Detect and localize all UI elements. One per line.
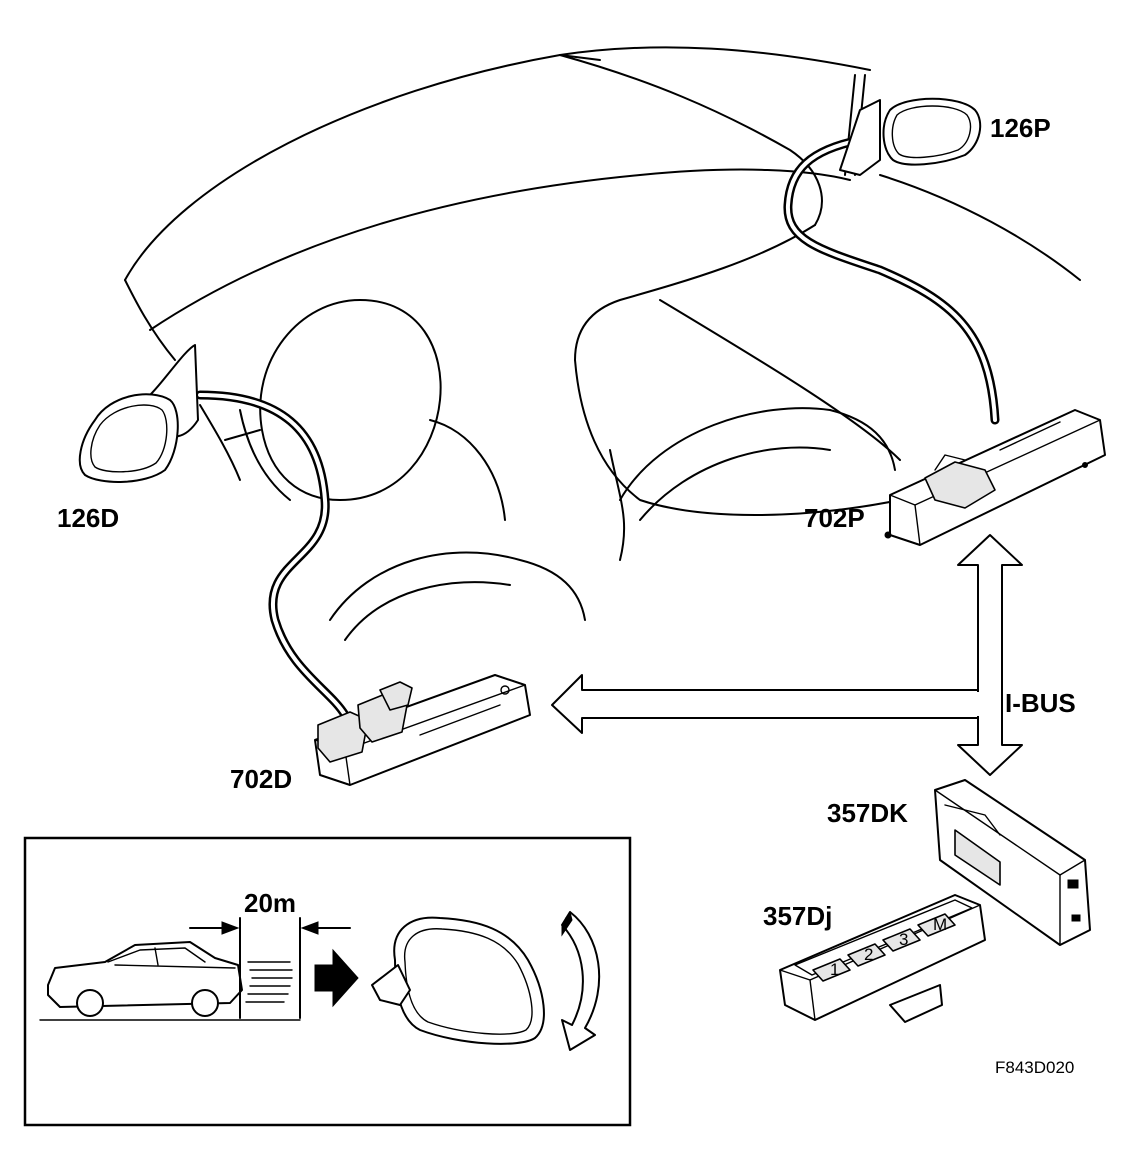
svg-text:2: 2 — [864, 945, 873, 964]
memory-button-3: 3 — [882, 928, 921, 952]
inset-speed-lines — [245, 961, 293, 1003]
memory-button-2: 2 — [847, 943, 886, 967]
mirror-passenger — [839, 97, 982, 176]
reference-code: F843D020 — [995, 1058, 1074, 1077]
svg-text:1: 1 — [830, 960, 839, 979]
memory-button-1: 1 — [812, 958, 851, 982]
label-357dk: 357DK — [827, 798, 908, 828]
dashboard-outline — [124, 46, 1081, 641]
svg-text:3: 3 — [899, 930, 908, 949]
wiring-harness — [195, 135, 1000, 720]
inset-forward-arrow — [314, 948, 359, 1008]
inset-distance-marker: 20m — [189, 888, 351, 1019]
module-702p — [884, 409, 1106, 546]
label-126p: 126P — [990, 113, 1051, 143]
label-ibus: I-BUS — [1005, 688, 1076, 718]
inset-tilt-arrow — [561, 910, 601, 1051]
label-357dj: 357Dj — [763, 901, 832, 931]
memory-buttons: 1 2 3 M — [812, 913, 956, 982]
key-unit-357dk — [934, 779, 1091, 946]
label-126d: 126D — [57, 503, 119, 533]
memory-button-m: M — [917, 913, 956, 937]
mirror-driver — [78, 344, 199, 483]
label-702p: 702P — [804, 503, 865, 533]
ibus-arrows — [551, 534, 1023, 776]
inset-car — [39, 941, 301, 1021]
inset-mirror — [371, 916, 545, 1045]
distance-label: 20m — [244, 888, 296, 918]
module-702d — [314, 674, 531, 786]
svg-text:M: M — [933, 915, 947, 934]
label-702d: 702D — [230, 764, 292, 794]
